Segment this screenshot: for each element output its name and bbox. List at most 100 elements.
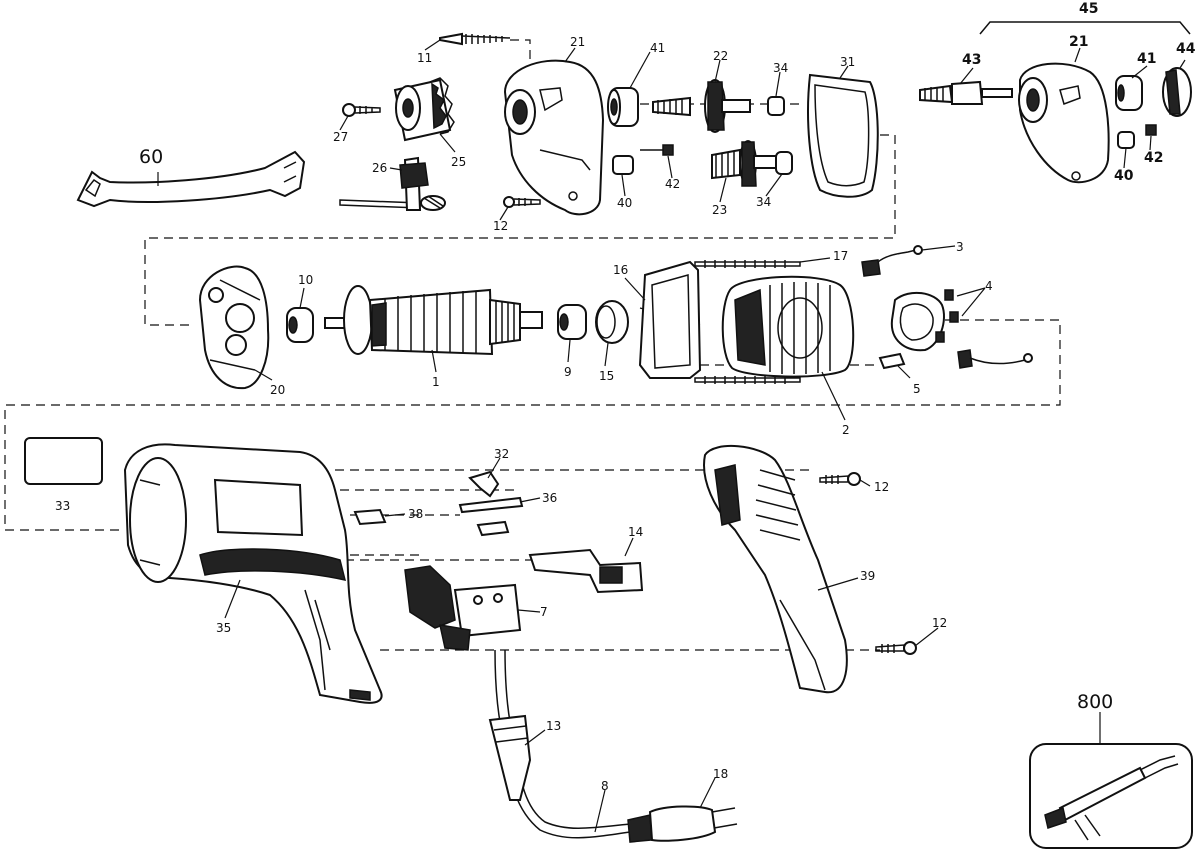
cord-protector-13 [488, 714, 532, 801]
gear-44 [1162, 67, 1192, 117]
leader-lines [157, 39, 1186, 833]
label-42-alt: 42 [1144, 150, 1163, 166]
brush-holder-assembly-4 [890, 289, 959, 352]
bearing-34-top [767, 96, 785, 116]
tool-box-800 [1029, 712, 1193, 849]
label-21: 21 [570, 35, 585, 49]
label-40-alt: 40 [1114, 168, 1134, 184]
label-33: 33 [55, 499, 70, 513]
handle-39 [703, 444, 848, 694]
label-12-top: 12 [493, 219, 508, 233]
label-12-low: 12 [932, 616, 947, 630]
label-5: 5 [913, 382, 921, 396]
brush-5 [878, 352, 906, 370]
label-3: 3 [956, 240, 964, 254]
label-41-alt: 41 [1137, 51, 1156, 67]
housing-35 [123, 443, 383, 704]
label-26: 26 [372, 161, 387, 175]
label-40: 40 [617, 196, 632, 210]
label-9: 9 [564, 365, 572, 379]
bearing-41 [607, 87, 639, 127]
bearing-10 [286, 307, 314, 343]
screw-12-right-b [875, 641, 917, 655]
armature-1 [324, 285, 543, 356]
label-43: 43 [962, 52, 981, 68]
label-18: 18 [713, 767, 728, 781]
label-4: 4 [985, 279, 993, 293]
brush-lead-4b [957, 349, 1033, 369]
label-35: 35 [216, 621, 231, 635]
label-800: 800 [1077, 691, 1113, 713]
label-7: 7 [540, 605, 548, 619]
label-34-top: 34 [773, 61, 788, 75]
screw-12-right-a [819, 472, 861, 486]
label-11: 11 [417, 51, 432, 65]
label-23: 23 [712, 203, 727, 217]
screw-11 [439, 32, 511, 46]
screw-12-top [503, 196, 541, 208]
gear-case-21-alt [1018, 62, 1110, 184]
screw-42-alt [1145, 124, 1157, 136]
chuck-key-26 [339, 156, 446, 211]
label-34-low: 34 [756, 195, 771, 209]
spindle-gear-22 [652, 79, 751, 133]
label-36: 36 [542, 491, 557, 505]
washer-40-alt [1117, 131, 1135, 149]
lock-rod-36 [458, 496, 524, 514]
label-12-mid: 12 [874, 480, 889, 494]
label-14: 14 [628, 525, 643, 539]
plug-18 [627, 805, 738, 843]
bearing-41-alt [1115, 75, 1143, 111]
label-31: 31 [840, 55, 855, 69]
bearing-34-low [775, 151, 793, 175]
adapter-43 [919, 80, 1013, 105]
bearing-cup-15 [595, 300, 629, 344]
callout-labels: 11 21 41 22 34 31 27 25 26 40 42 23 34 1… [55, 1, 1196, 793]
label-39: 39 [860, 569, 875, 583]
label-16: 16 [613, 263, 628, 277]
label-15: 15 [599, 369, 614, 383]
end-plate-20 [198, 265, 270, 390]
chuck-25 [393, 77, 455, 142]
nameplate-33 [24, 437, 103, 485]
screw-42 [640, 144, 674, 156]
label-22: 22 [713, 49, 728, 63]
label-32: 32 [494, 447, 509, 461]
label-10: 10 [298, 273, 313, 287]
lock-button-38 [353, 508, 387, 526]
label-20: 20 [270, 383, 285, 397]
washer-40 [612, 155, 634, 175]
small-bracket [476, 520, 510, 537]
label-17: 17 [833, 249, 848, 263]
label-38: 38 [408, 507, 423, 521]
label-1: 1 [432, 375, 440, 389]
intermediate-gear-23 [711, 140, 777, 187]
side-handle-bracket-60 [76, 150, 306, 208]
label-41: 41 [650, 41, 665, 55]
spring-32 [468, 470, 500, 498]
label-45: 45 [1079, 1, 1098, 17]
brush-lead-3 [861, 245, 923, 277]
baffle-16 [638, 260, 702, 379]
screw-17-top [694, 260, 801, 268]
label-60: 60 [139, 146, 163, 168]
screw-27 [342, 103, 381, 117]
gear-case-21 [503, 59, 605, 216]
attachment-assembly-45 [919, 21, 1192, 184]
label-27: 27 [333, 130, 348, 144]
label-42: 42 [665, 177, 680, 191]
screw-17-bottom [694, 376, 801, 384]
label-44: 44 [1176, 41, 1196, 57]
clip-31 [807, 73, 879, 198]
switch-7 [404, 565, 522, 651]
field-2 [721, 275, 855, 378]
label-2: 2 [842, 423, 850, 437]
label-13: 13 [546, 719, 561, 733]
label-25: 25 [451, 155, 466, 169]
switch-actuator-14 [528, 548, 644, 594]
label-8: 8 [601, 779, 609, 793]
bearing-9 [557, 304, 587, 340]
label-21-alt: 21 [1069, 34, 1088, 50]
